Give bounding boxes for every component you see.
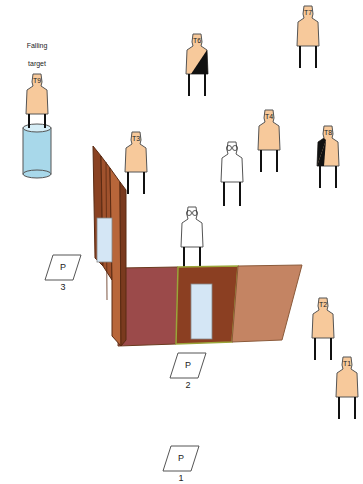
shooting-position: P1 (162, 445, 200, 484)
label-box: Falling target (17, 34, 57, 70)
water-barrel (23, 124, 51, 178)
paper-target: T7 (294, 4, 322, 68)
paper-target: T6 (183, 32, 211, 96)
shooting-position: P3 (44, 254, 82, 298)
position-number: 1 (162, 472, 200, 484)
position-number: 3 (44, 281, 82, 293)
target-label: T2 (309, 301, 337, 309)
wall-panels (93, 146, 126, 346)
target-label: T7 (294, 9, 322, 17)
position-letter: P (44, 261, 82, 273)
target-label: T1 (333, 360, 361, 368)
paper-target: T3 (122, 130, 150, 194)
falling-target-label: Falling target (27, 42, 48, 67)
target-label: T9 (23, 77, 51, 85)
paper-target: T1 (333, 355, 361, 419)
target-label: T6 (183, 37, 211, 45)
target-label: T4 (255, 113, 283, 121)
position-number: 2 (169, 379, 207, 391)
position-letter: P (162, 452, 200, 464)
position-letter: P (169, 359, 207, 371)
paper-target: T4 (255, 108, 283, 172)
shooting-position: P2 (169, 352, 207, 396)
no-shoot-target (181, 207, 203, 267)
paper-target: T8 (314, 124, 342, 188)
target-label: T8 (314, 129, 342, 137)
paper-target: T9 (23, 72, 51, 128)
no-shoot-target (221, 142, 243, 206)
target-label: T3 (122, 135, 150, 143)
paper-target: T2 (309, 296, 337, 360)
wall-panels (118, 265, 302, 346)
